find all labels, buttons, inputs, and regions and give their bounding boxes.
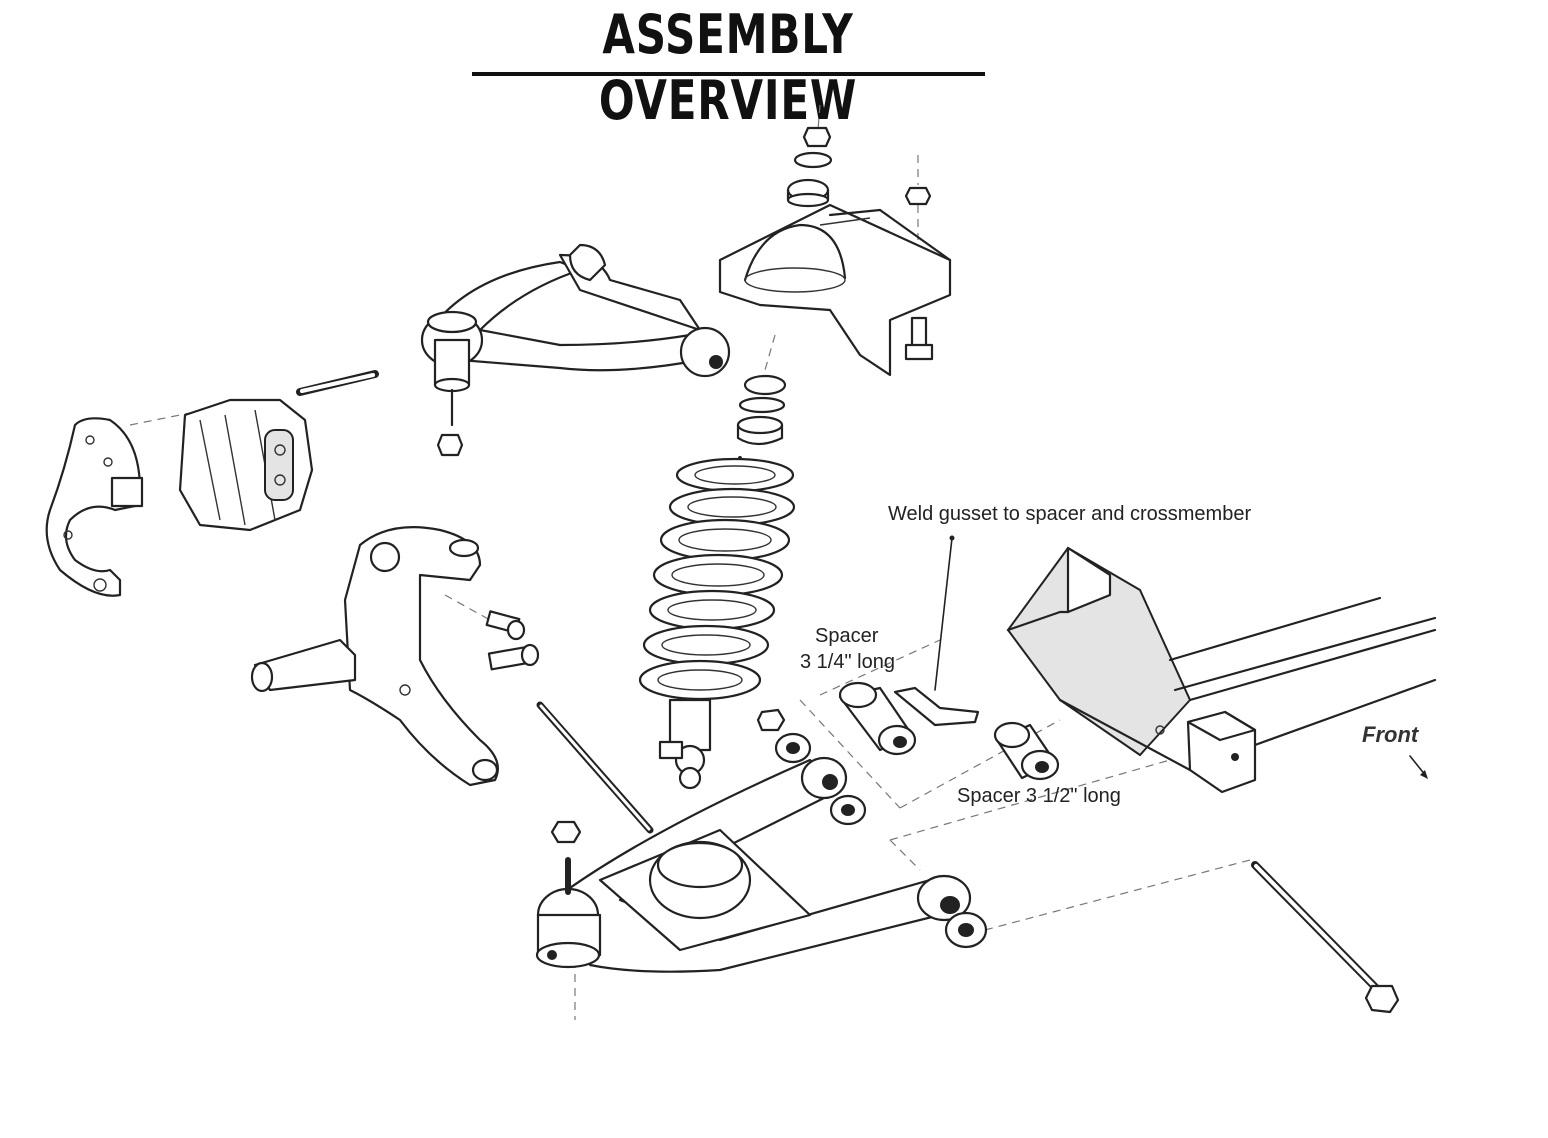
spacer-3-1-4: [838, 681, 917, 756]
lower-control-arm: [535, 756, 988, 973]
spacer-long-label: Spacer 3 1/2" long: [957, 785, 1121, 807]
lower-arm-long-bolt: [1251, 861, 1400, 1014]
page-title: ASSEMBLY OVERVIEW: [598, 3, 858, 132]
mount-bolt-and-nut: [904, 186, 934, 361]
spacer-short-length-label: 3 1/4" long: [800, 651, 895, 673]
spacer-short-label: Spacer: [815, 625, 879, 647]
weld-note-pointer: [934, 535, 955, 691]
shock-bushings: [736, 374, 787, 446]
upper-control-arm: [420, 243, 731, 457]
lower-arm-hardware: [756, 708, 867, 826]
strut-rod-bolt: [536, 701, 654, 834]
knuckle-bolts: [485, 610, 540, 671]
brake-caliper: [178, 398, 314, 532]
spacer-3-1-2: [993, 721, 1060, 781]
upper-nut-washer-stack: [786, 126, 833, 208]
steering-knuckle: [250, 526, 499, 787]
upper-arm-bolt: [296, 370, 379, 396]
assembly-guide-lines: [129, 104, 1251, 1020]
front-direction-label: Front: [1362, 722, 1419, 747]
upper-shock-mount: [718, 203, 952, 377]
dust-shield-plate: [45, 417, 144, 597]
weld-gusset-note: Weld gusset to spacer and crossmember: [888, 503, 1252, 525]
title-underline: [472, 72, 985, 76]
coil-spring: [638, 456, 796, 790]
gusset: [893, 686, 980, 727]
crossmember-frame: [1006, 546, 1437, 794]
